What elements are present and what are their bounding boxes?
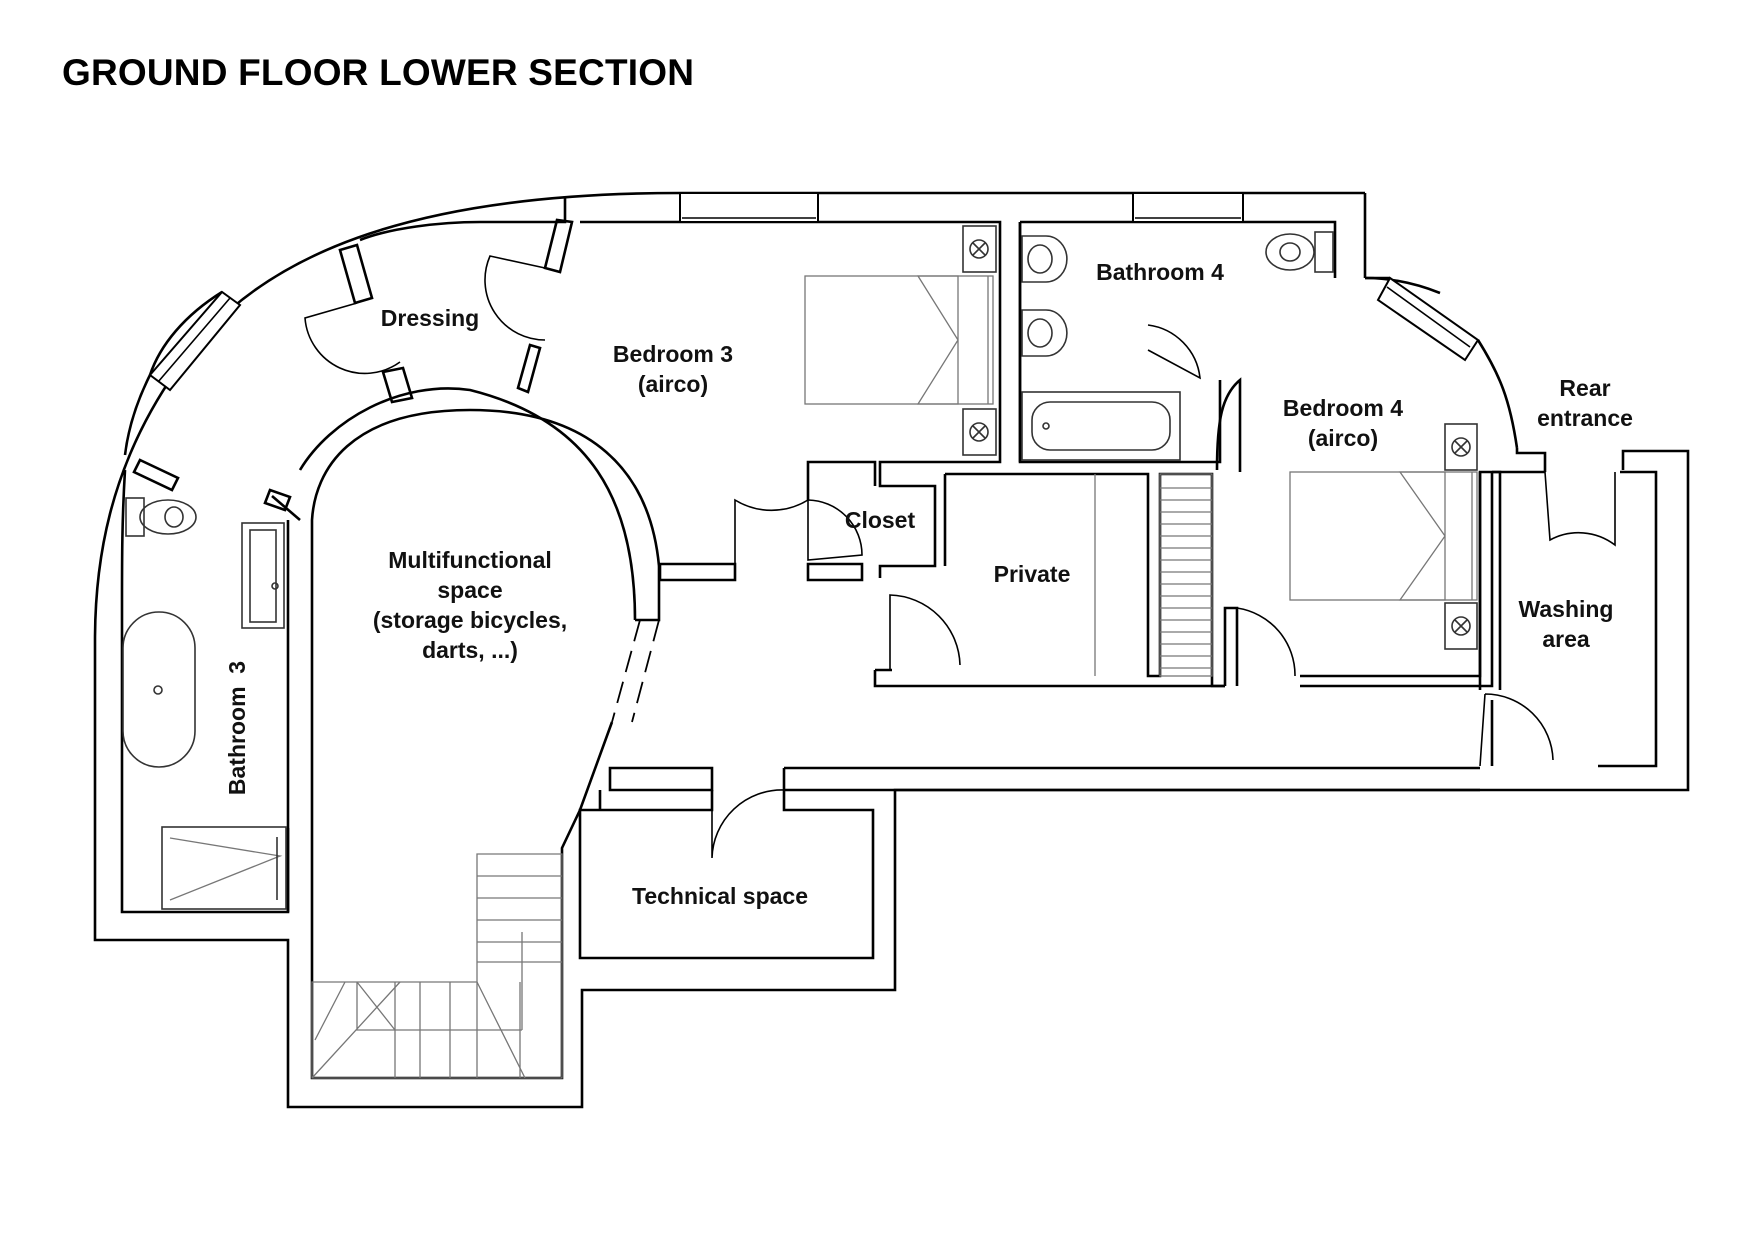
label-bedroom4: Bedroom 4	[1283, 395, 1403, 421]
windows	[148, 192, 1480, 392]
toilet-icon	[125, 231, 1334, 537]
label-multifunctional-storage: (storage bicycles,	[373, 607, 567, 633]
doors	[304, 255, 1616, 859]
shelving	[1159, 473, 1213, 677]
room-labels: Dressing Bedroom 3 (airco) Bathroom 4 Be…	[224, 259, 1633, 909]
label-multifunctional-darts: darts, ...)	[422, 637, 518, 663]
label-closet: Closet	[845, 507, 916, 533]
vanity-sink-icon	[241, 522, 285, 629]
fixtures	[122, 225, 1478, 1079]
label-multifunctional-space: space	[437, 577, 502, 603]
label-bathroom4: Bathroom 4	[1096, 259, 1224, 285]
staircase	[311, 853, 563, 1079]
label-bedroom4-airco: (airco)	[1308, 425, 1378, 451]
label-washing-area: area	[1542, 626, 1590, 652]
sink-icon	[1021, 235, 1068, 357]
bathtub-icon	[1021, 391, 1181, 461]
shower-icon	[161, 826, 287, 910]
bed-bedroom3	[804, 275, 994, 405]
label-washing: Washing	[1519, 596, 1614, 622]
label-rear-entrance: entrance	[1537, 405, 1633, 431]
bed-bedroom4	[1289, 423, 1478, 650]
freestanding-tub-icon	[122, 611, 196, 768]
label-rear: Rear	[1559, 375, 1610, 401]
label-bedroom3-airco: (airco)	[638, 371, 708, 397]
label-bathroom3: Bathroom 3	[224, 661, 250, 795]
label-bedroom3: Bedroom 3	[613, 341, 733, 367]
page-title: GROUND FLOOR LOWER SECTION	[62, 52, 695, 93]
label-private: Private	[994, 561, 1071, 587]
label-multifunctional: Multifunctional	[388, 547, 552, 573]
label-dressing: Dressing	[381, 305, 479, 331]
label-technical-space: Technical space	[632, 883, 808, 909]
interior-walls	[120, 196, 1658, 1080]
bedside-lamp-icon	[962, 225, 997, 456]
